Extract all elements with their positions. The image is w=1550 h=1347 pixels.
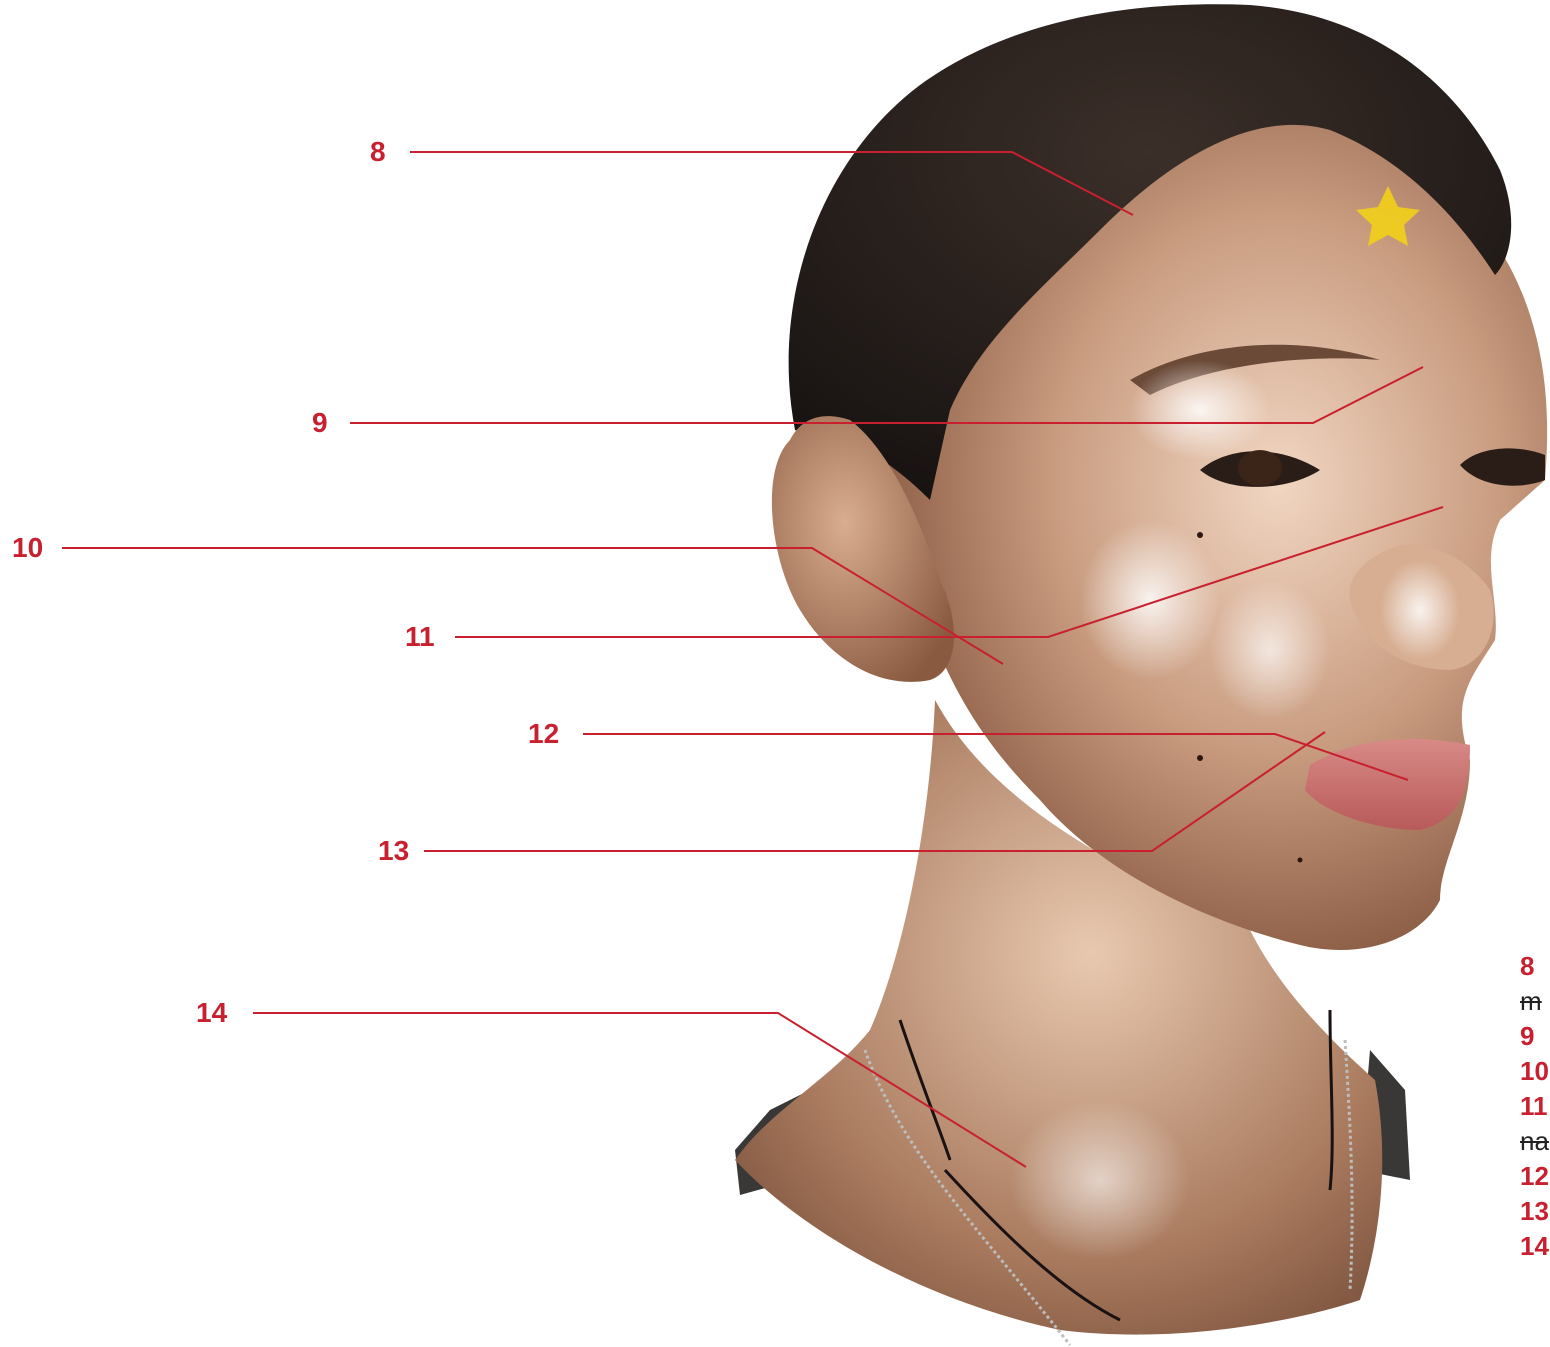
callout-number-13: 13 [378, 837, 409, 865]
legend-item: 9 [1520, 1023, 1534, 1049]
legend-item: 8 [1520, 953, 1534, 979]
legend-item-number: 14 [1520, 1231, 1549, 1261]
legend-item: 12 [1520, 1163, 1549, 1189]
legend-item: 10 [1520, 1058, 1549, 1084]
legend-item-number: 9 [1520, 1021, 1534, 1051]
legend-item: na [1520, 1128, 1549, 1154]
legend-item: 11 [1520, 1093, 1548, 1119]
legend-item-number: 10 [1520, 1056, 1549, 1086]
legend-item-text: na [1520, 1126, 1549, 1156]
legend-item-number: 11 [1520, 1091, 1548, 1121]
legend-item-number: 8 [1520, 951, 1534, 981]
callout-number-11: 11 [405, 623, 435, 651]
legend-item-text: m [1520, 986, 1542, 1016]
legend-item: m [1520, 988, 1542, 1014]
callout-number-10: 10 [12, 534, 43, 562]
callout-number-14: 14 [196, 999, 227, 1027]
callout-number-9: 9 [312, 409, 328, 437]
legend-item: 13 [1520, 1198, 1549, 1224]
legend-item: 14 [1520, 1233, 1549, 1259]
callout-number-12: 12 [528, 720, 559, 748]
callout-number-8: 8 [370, 138, 386, 166]
legend-item-number: 12 [1520, 1161, 1549, 1191]
legend-item-number: 13 [1520, 1196, 1549, 1226]
